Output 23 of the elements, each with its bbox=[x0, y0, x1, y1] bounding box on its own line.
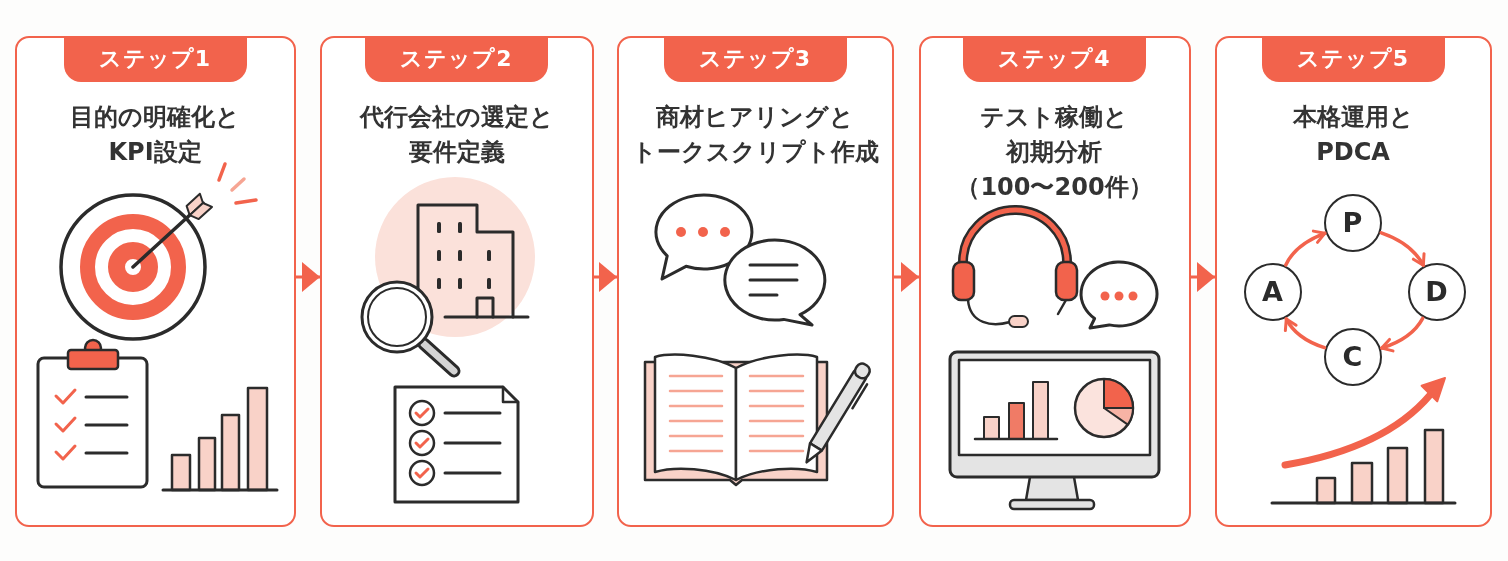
step-title: 本格運用とPDCA bbox=[1292, 102, 1414, 168]
step-tab: ステップ1 bbox=[63, 35, 247, 82]
cycle-arrow bbox=[1379, 316, 1425, 353]
step-title: テスト稼働と初期分析（100〜200件） bbox=[956, 102, 1153, 203]
cycle-circle: A bbox=[1243, 262, 1302, 321]
cycle-arrow bbox=[1284, 317, 1327, 350]
chevron-arrow bbox=[1189, 262, 1217, 292]
chevron-arrow bbox=[294, 262, 322, 292]
step-tab: ステップ3 bbox=[663, 35, 847, 82]
step-tab: ステップ5 bbox=[1261, 35, 1445, 82]
chevron-arrow bbox=[592, 262, 619, 292]
step-card bbox=[1215, 36, 1492, 527]
step-title: 目的の明確化とKPI設定 bbox=[70, 102, 240, 168]
cycle-circle: C bbox=[1323, 327, 1382, 386]
chevron-arrow bbox=[892, 262, 921, 292]
step-title: 商材ヒアリングとトークスクリプト作成 bbox=[631, 102, 879, 168]
cycle-arrow bbox=[1284, 229, 1327, 267]
step-tab: ステップ2 bbox=[365, 35, 548, 82]
cycle-circle: D bbox=[1407, 262, 1466, 321]
cycle-arrow bbox=[1379, 231, 1426, 268]
cycle-circle: P bbox=[1323, 193, 1382, 252]
step-tab: ステップ4 bbox=[963, 35, 1146, 82]
step-title: 代行会社の選定と要件定義 bbox=[359, 102, 554, 168]
